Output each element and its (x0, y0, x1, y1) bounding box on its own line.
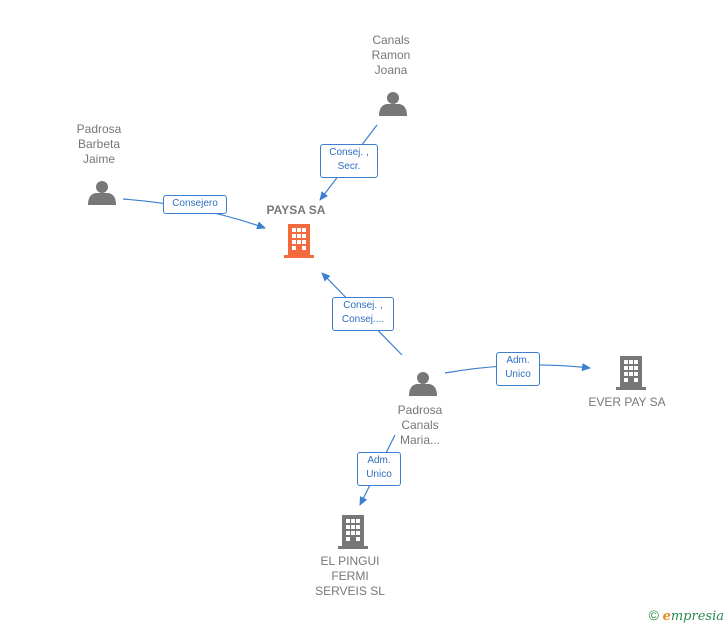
edge-label-maria-to-everpay[interactable]: Adm. Unico (496, 352, 540, 386)
label-line: Joana (374, 63, 408, 77)
edge-label-line: Secr. (337, 161, 361, 172)
node-label-canals-ramon[interactable]: Canals Ramon Joana (336, 33, 446, 78)
person-icon[interactable] (379, 92, 407, 116)
person-icon[interactable] (88, 181, 116, 205)
label-line: Maria... (399, 433, 440, 447)
node-label-el-pingui[interactable]: EL PINGUI FERMI SERVEIS SL (295, 554, 405, 599)
label-line: FERMI (331, 569, 369, 583)
label-line: Jaime (82, 152, 115, 166)
label-line: Barbeta (77, 137, 121, 151)
edge-label-line: Unico (505, 369, 531, 380)
brand-name: mpresia (670, 609, 724, 624)
building-icon[interactable] (338, 515, 368, 549)
label-line: SERVEIS SL (315, 584, 385, 598)
person-icon[interactable] (409, 372, 437, 396)
label-line: Ramon (371, 48, 411, 62)
edge-label-line: Adm. (367, 455, 391, 466)
node-label-ever-pay[interactable]: EVER PAY SA (572, 395, 682, 410)
edge-label-barbeta-to-paysa[interactable]: Consejero (163, 195, 227, 214)
building-icon[interactable] (284, 224, 314, 258)
node-label-padrosa-canals[interactable]: Padrosa Canals Maria... (365, 403, 475, 448)
brand-logo: © empresia (649, 607, 724, 624)
brand-e: e (662, 609, 671, 624)
label-line: Canals (372, 33, 410, 47)
node-label-paysa[interactable]: PAYSA SA (241, 203, 351, 218)
label-line: Padrosa (76, 122, 122, 136)
edge-label-line: Unico (366, 469, 392, 480)
edge-label-line: Consej. , (329, 147, 369, 158)
edge-label-line: Consejero (172, 198, 218, 209)
label-line: EL PINGUI (320, 554, 380, 568)
label-line: Canals (401, 418, 439, 432)
edge-label-canals-to-paysa[interactable]: Consej. , Secr. (320, 144, 378, 178)
edge-label-maria-to-paysa[interactable]: Consej. , Consej.... (332, 297, 394, 331)
edge-label-line: Consej. , (343, 300, 383, 311)
label-line: EVER PAY SA (588, 395, 666, 409)
label-line: PAYSA SA (266, 203, 326, 217)
edge-label-maria-to-pingui[interactable]: Adm. Unico (357, 452, 401, 486)
copyright-icon: © (648, 607, 659, 623)
label-line: Padrosa (397, 403, 443, 417)
edge-label-line: Adm. (506, 355, 530, 366)
building-icon[interactable] (616, 356, 646, 390)
node-label-padrosa-barbeta[interactable]: Padrosa Barbeta Jaime (44, 122, 154, 167)
edge-label-line: Consej.... (341, 314, 385, 325)
